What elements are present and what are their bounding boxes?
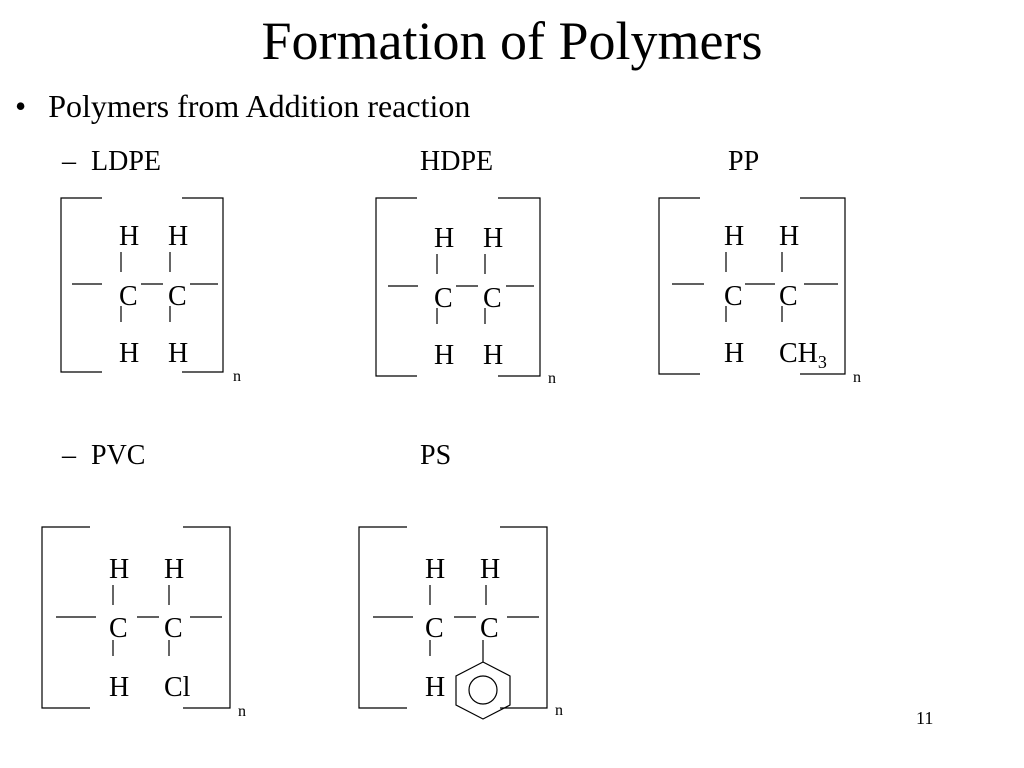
atom-h: H (724, 338, 745, 369)
slide-title: Formation of Polymers (261, 11, 763, 71)
atom-h: H (483, 340, 504, 371)
left-bracket (658, 197, 700, 375)
atom-c: C (164, 613, 183, 644)
bullet-addition: • Polymers from Addition reaction (15, 86, 470, 126)
atom-c: C (119, 281, 138, 312)
atom-c: C (779, 281, 798, 312)
atom-h: H (480, 554, 501, 585)
atom-h: H (779, 221, 800, 252)
left-bracket (60, 197, 102, 373)
sub-bullet-ldpe: – LDPE (62, 145, 161, 179)
atom-h: H (109, 672, 130, 703)
sub-bullet-pvc: – PVC (62, 439, 145, 473)
repeat-n: n (555, 702, 563, 719)
atom-h: H (109, 554, 130, 585)
atom-h: H (434, 223, 455, 254)
right-bracket (183, 526, 231, 709)
atom-c: C (724, 281, 743, 312)
label-ps: PS (420, 440, 452, 471)
bullet-marker: • (15, 88, 27, 124)
page-number: 11 (916, 708, 934, 728)
right-bracket (800, 197, 846, 375)
atom-h: H (434, 340, 455, 371)
right-bracket (500, 526, 548, 709)
atom-c: C (480, 613, 499, 644)
repeat-n: n (548, 370, 556, 387)
pp-structure (658, 197, 846, 375)
methyl-ch: CH (779, 338, 818, 369)
atom-c: C (109, 613, 128, 644)
atom-h: H (119, 338, 140, 369)
atom-h: H (168, 338, 189, 369)
atom-h: H (119, 221, 140, 252)
label-ldpe: LDPE (91, 146, 161, 177)
methyl-subscript: 3 (817, 352, 827, 372)
label-pp: PP (728, 146, 760, 177)
atom-c: C (483, 283, 502, 314)
repeat-n: n (233, 368, 241, 385)
repeat-n: n (238, 703, 246, 720)
benzene-ring-icon (455, 661, 511, 720)
atom-c: C (434, 283, 453, 314)
dash-marker: – (62, 440, 76, 471)
repeat-n: n (853, 369, 861, 386)
atom-c: C (168, 281, 187, 312)
pvc-structure (41, 526, 231, 709)
label-pvc: PVC (91, 440, 146, 471)
atom-h: H (425, 672, 446, 703)
left-bracket (41, 526, 90, 709)
atom-cl: Cl (164, 672, 191, 703)
atom-c: C (425, 613, 444, 644)
atom-h: H (483, 223, 504, 254)
ldpe-structure (60, 197, 224, 373)
benzene-aromatic-circle (468, 675, 498, 705)
methyl-group: CH3 (779, 339, 827, 377)
atom-h: H (724, 221, 745, 252)
left-bracket (358, 526, 407, 709)
atom-h: H (425, 554, 446, 585)
hdpe-structure (375, 197, 541, 377)
dash-marker: – (62, 146, 76, 177)
ps-structure (358, 526, 548, 720)
right-bracket (498, 197, 541, 377)
bullet-text: Polymers from Addition reaction (48, 88, 471, 124)
atom-h: H (164, 554, 185, 585)
label-hdpe: HDPE (420, 146, 494, 177)
atom-h: H (168, 221, 189, 252)
right-bracket (182, 197, 224, 373)
left-bracket (375, 197, 417, 377)
